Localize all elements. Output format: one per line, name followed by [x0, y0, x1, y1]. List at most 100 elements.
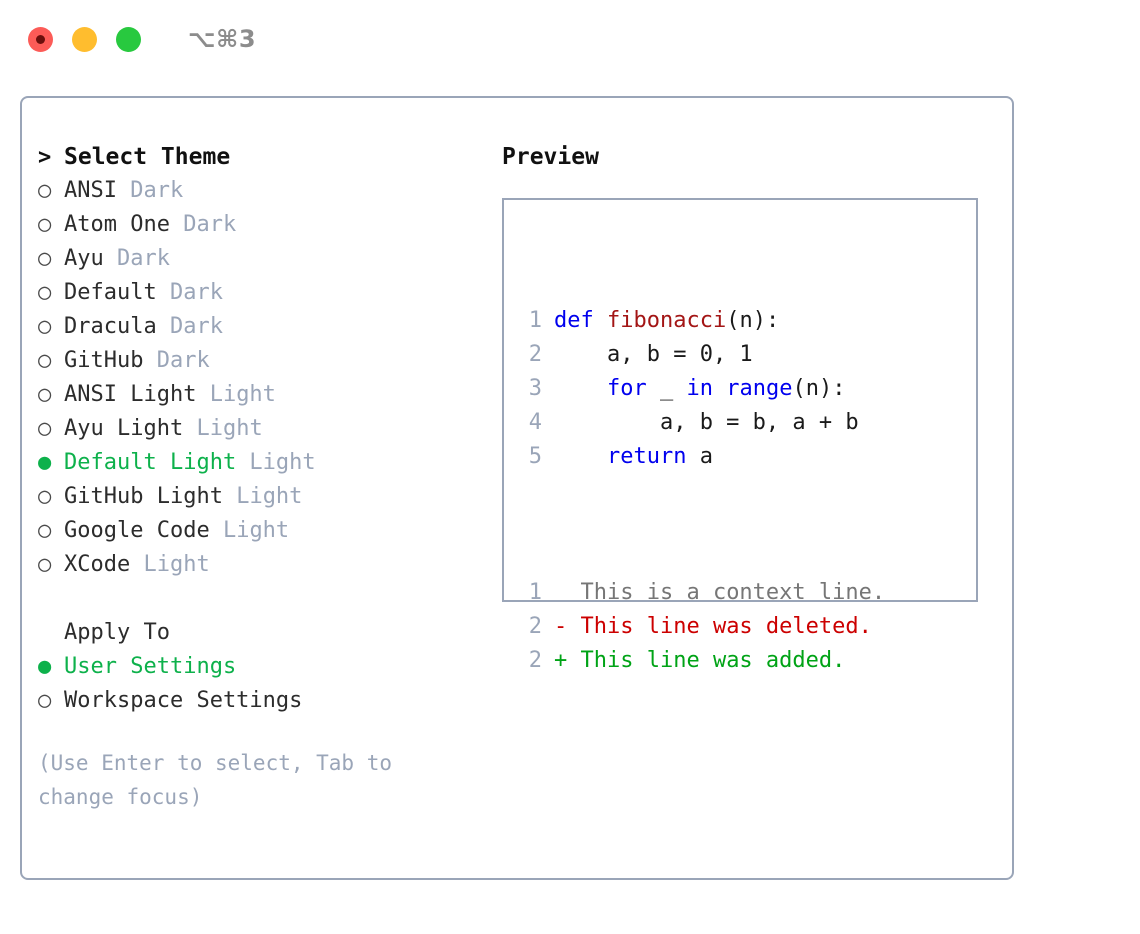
diff-sign: +	[554, 648, 568, 673]
radio-unselected-icon[interactable]: ○	[38, 246, 52, 271]
apply-to-option-label: User Settings	[64, 654, 237, 679]
apply-to-option[interactable]: ● User Settings	[38, 654, 488, 688]
radio-unselected-icon[interactable]: ○	[38, 280, 52, 305]
minimize-button-icon[interactable]	[72, 26, 97, 52]
code-token: range	[726, 376, 793, 401]
code-token: for	[606, 376, 647, 401]
window-controls	[28, 26, 141, 52]
theme-name: ANSI Light	[64, 382, 197, 407]
code-line: 3 for _ in range(n):	[518, 372, 885, 406]
radio-unselected-icon[interactable]: ○	[38, 688, 52, 713]
theme-name: Ayu Light	[64, 416, 184, 441]
title-bar: ⌥⌘3	[0, 0, 1140, 78]
theme-variant-tag: Dark	[156, 314, 223, 339]
theme-variant-tag: Light	[196, 382, 276, 407]
theme-name: GitHub Light	[64, 484, 223, 509]
code-token	[594, 308, 607, 333]
theme-list-item[interactable]: ○ ANSI Light Light	[38, 382, 488, 416]
keyboard-shortcut-label: ⌥⌘3	[188, 25, 257, 53]
theme-name: Atom One	[64, 212, 170, 237]
radio-unselected-icon[interactable]: ○	[38, 212, 52, 237]
diff-line-number: 2	[528, 648, 542, 673]
theme-list-item[interactable]: ○Google Code Light	[38, 518, 488, 552]
radio-unselected-icon[interactable]: ○	[38, 552, 52, 577]
theme-variant-tag: Dark	[156, 280, 223, 305]
theme-name: Default Light	[64, 450, 237, 475]
code-token	[554, 376, 607, 401]
radio-unselected-icon[interactable]: ○	[38, 348, 52, 373]
theme-list-item[interactable]: ● Default Light Light	[38, 450, 488, 484]
radio-unselected-icon[interactable]: ○	[38, 314, 52, 339]
apply-to-label: Apply To	[64, 620, 170, 645]
code-token: def	[554, 308, 594, 333]
radio-unselected-icon[interactable]: ○	[38, 382, 52, 407]
diff-text: This line was added.	[567, 648, 846, 673]
theme-variant-tag: Light	[130, 552, 210, 577]
theme-name: Ayu	[64, 246, 104, 271]
theme-variant-tag: Dark	[143, 348, 210, 373]
code-token: fibonacci	[607, 308, 727, 333]
theme-selector-column: >Select Theme ○ANSI Dark○Atom One Dark○A…	[38, 144, 488, 814]
diff-line-number: 2	[528, 614, 542, 639]
code-token: a, b = 0, 1	[554, 342, 753, 367]
theme-list-item[interactable]: ○ Dracula Dark	[38, 314, 488, 348]
apply-to-option[interactable]: ○Workspace Settings	[38, 688, 488, 722]
preview-title: Preview	[502, 144, 599, 170]
theme-name: Dracula	[64, 314, 157, 339]
code-token	[713, 376, 726, 401]
keyboard-hint: (Use Enter to select, Tab to change focu…	[38, 751, 405, 809]
line-number: 3	[528, 376, 542, 401]
theme-variant-tag: Light	[183, 416, 263, 441]
theme-variant-tag: Dark	[103, 246, 170, 271]
code-token: return	[606, 444, 687, 469]
theme-list-item[interactable]: ○ANSI Dark	[38, 178, 488, 212]
line-number: 2	[528, 342, 542, 367]
theme-list-item[interactable]: ○GitHub Dark	[38, 348, 488, 382]
apply-to-label-row: Apply To	[38, 620, 488, 654]
theme-name: Google Code	[64, 518, 210, 543]
diff-sample: 1 This is a context line.2- This line wa…	[518, 576, 885, 678]
theme-variant-tag: Light	[222, 484, 303, 509]
theme-list-item[interactable]: ○ Ayu Dark	[38, 246, 488, 280]
code-line: 2 a, b = 0, 1	[518, 338, 885, 372]
code-token: in	[686, 376, 713, 401]
code-token: _	[646, 376, 687, 401]
diff-line-number: 1	[528, 580, 542, 605]
theme-list-item[interactable]: ○ GitHub Light Light	[38, 484, 488, 518]
radio-unselected-icon[interactable]: ○	[38, 178, 52, 203]
radio-unselected-icon[interactable]: ○	[38, 484, 52, 509]
diff-line: 1 This is a context line.	[518, 576, 885, 610]
theme-variant-tag: Light	[236, 450, 316, 475]
theme-list-item[interactable]: ○ Ayu Light Light	[38, 416, 488, 450]
diff-line: 2 + This line was added.	[518, 644, 885, 678]
radio-unselected-icon[interactable]: ○	[38, 518, 52, 543]
code-line: 4 a, b = b, a + b	[518, 406, 885, 440]
diff-sign	[554, 580, 567, 605]
theme-list-item[interactable]: ○XCode Light	[38, 552, 488, 586]
code-token: (n):	[792, 376, 846, 401]
theme-list-item[interactable]: ○Default Dark	[38, 280, 488, 314]
list-spacer	[38, 586, 488, 620]
main-panel: >Select Theme ○ANSI Dark○Atom One Dark○A…	[20, 96, 1014, 880]
radio-selected-icon[interactable]: ●	[38, 654, 52, 679]
apply-to-options: ● User Settings ○Workspace Settings	[38, 654, 488, 722]
diff-text: This line was deleted.	[567, 614, 872, 639]
theme-list-item[interactable]: ○ Atom One Dark	[38, 212, 488, 246]
code-token: a, b = b, a + b	[554, 410, 859, 435]
radio-unselected-icon[interactable]: ○	[38, 416, 52, 441]
theme-variant-tag: Dark	[169, 212, 237, 237]
code-token	[554, 444, 607, 469]
code-line: 5 return a	[518, 440, 885, 474]
diff-text: This is a context line.	[567, 580, 886, 605]
close-button-icon[interactable]	[28, 26, 53, 52]
zoom-button-icon[interactable]	[116, 26, 141, 52]
theme-variant-tag: Dark	[116, 178, 184, 203]
line-number: 4	[528, 410, 542, 435]
radio-selected-icon[interactable]: ●	[38, 450, 52, 475]
line-number: 1	[528, 308, 542, 333]
